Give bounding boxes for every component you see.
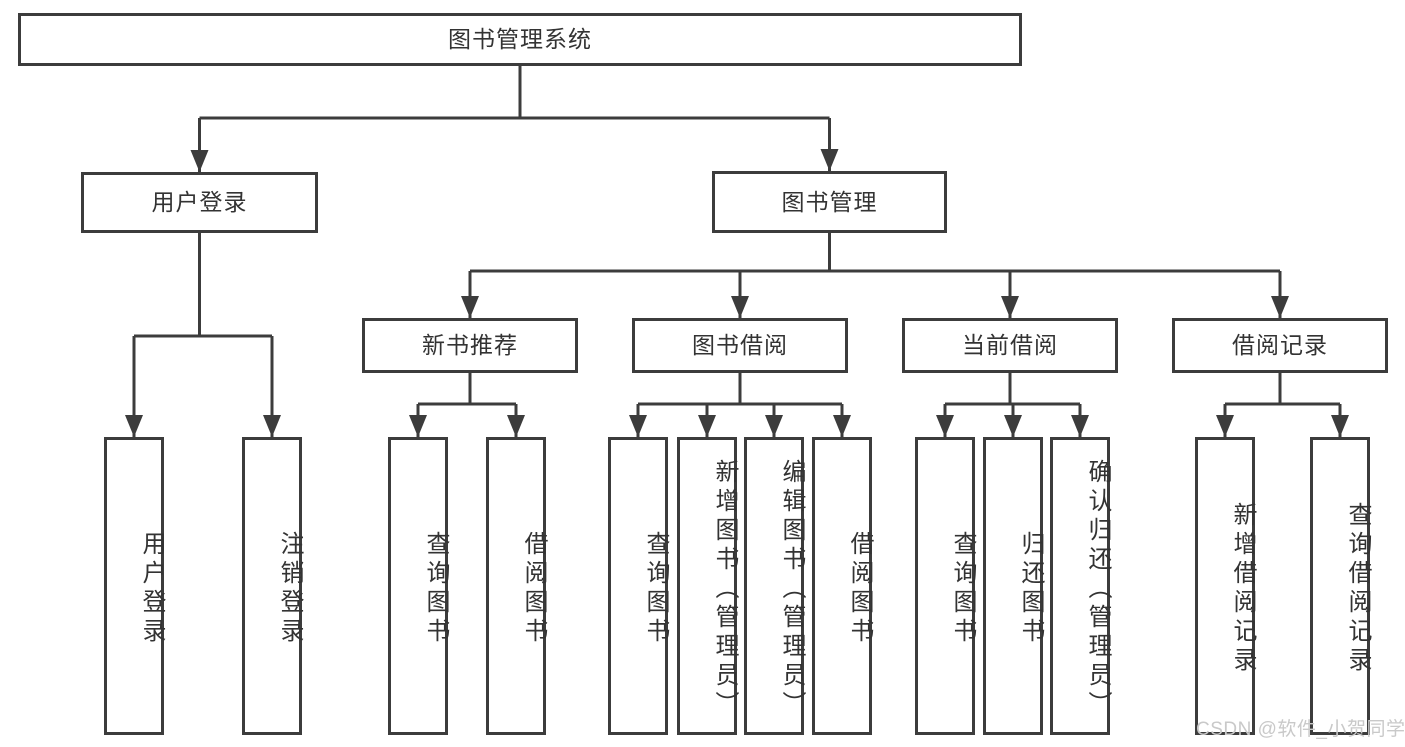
node-box-l3_record[interactable] [1172, 318, 1388, 373]
boxes-layer [18, 13, 1388, 735]
node-box-leaf_new_borrow[interactable] [486, 437, 546, 735]
arrow-icon-leaf_cur_query [936, 415, 954, 437]
node-box-leaf_bw_edit[interactable] [744, 437, 804, 735]
arrow-icon-leaf_new_borrow [507, 415, 525, 437]
node-box-leaf_user_login[interactable] [104, 437, 164, 735]
node-box-leaf_rec_query[interactable] [1310, 437, 1370, 735]
arrow-icon-leaf_user_login [125, 415, 143, 437]
arrow-icon-leaf_cur_confirm [1071, 415, 1089, 437]
node-box-l2_book[interactable] [712, 171, 947, 233]
node-box-leaf_user_logout[interactable] [242, 437, 302, 735]
arrow-icon-leaf_cur_return [1004, 415, 1022, 437]
edges-layer [125, 66, 1349, 437]
arrow-icon-leaf_bw_borrow [833, 415, 851, 437]
node-box-leaf_new_query[interactable] [388, 437, 448, 735]
node-box-root[interactable] [18, 13, 1022, 66]
node-box-l3_new[interactable] [362, 318, 578, 373]
arrow-icon-leaf_new_query [409, 415, 427, 437]
node-box-leaf_cur_confirm[interactable] [1050, 437, 1110, 735]
node-box-leaf_bw_borrow[interactable] [812, 437, 872, 735]
node-box-leaf_cur_query[interactable] [915, 437, 975, 735]
arrow-icon-leaf_bw_add [698, 415, 716, 437]
arrow-icon-l2_user [190, 150, 209, 172]
node-box-leaf_cur_return[interactable] [983, 437, 1043, 735]
arrow-icon-leaf_user_logout [263, 415, 281, 437]
arrow-icon-l2_book [820, 149, 839, 171]
node-box-l3_borrow[interactable] [632, 318, 848, 373]
node-box-leaf_bw_add[interactable] [677, 437, 737, 735]
arrow-icon-leaf_bw_edit [765, 415, 783, 437]
node-box-l2_user[interactable] [81, 172, 318, 233]
watermark-credit: CSDN @软件_小贺同学 [1196, 719, 1405, 740]
arrow-icon-leaf_bw_query [629, 415, 647, 437]
arrow-icon-leaf_rec_query [1331, 415, 1349, 437]
node-box-leaf_bw_query[interactable] [608, 437, 668, 735]
arrow-icon-l3_borrow [731, 296, 749, 318]
node-box-leaf_rec_add[interactable] [1195, 437, 1255, 735]
arrow-icon-l3_new [461, 296, 479, 318]
arrow-icon-leaf_rec_add [1216, 415, 1234, 437]
arrow-icon-l3_record [1271, 296, 1289, 318]
arrow-icon-l3_current [1001, 296, 1019, 318]
node-box-l3_current[interactable] [902, 318, 1118, 373]
